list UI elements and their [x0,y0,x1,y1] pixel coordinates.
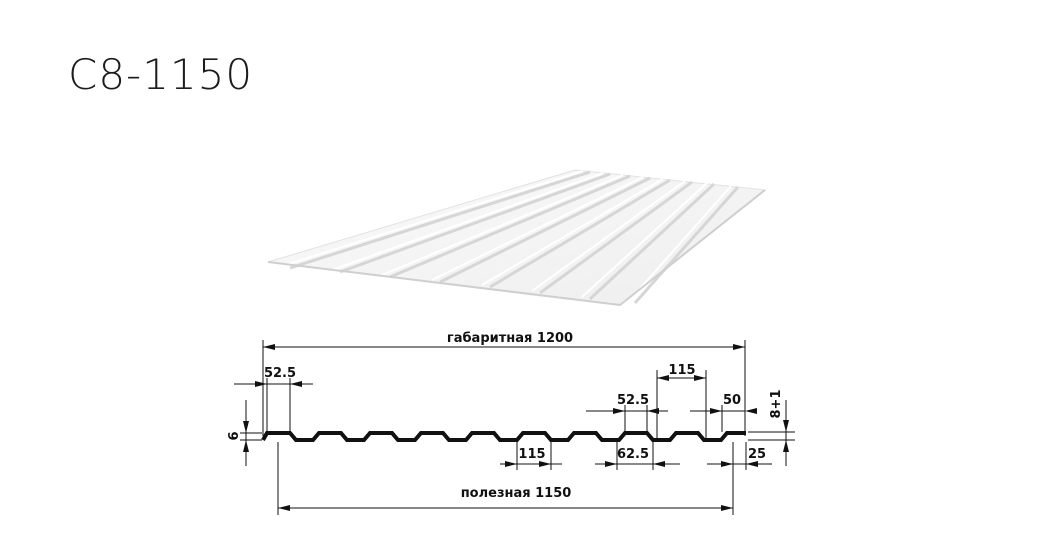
dimension-50: 50 [690,393,757,432]
label-52-5-left: 52.5 [264,366,296,381]
label-50: 50 [723,393,741,408]
dimension-115-bottom: 115 [500,442,562,470]
dimension-62-5: 62.5 [595,442,680,470]
dimension-52-5-left: 52.5 [234,366,313,432]
dimension-8-1: 8+1 [748,390,795,466]
sheet-ribs [289,170,740,304]
dimension-overall: габаритная 1200 [262,331,746,436]
dimension-6: 6 [227,400,262,466]
label-8-1: 8+1 [769,390,784,419]
dimension-115-top: 115 [656,363,707,440]
overall-label: габаритная 1200 [447,331,573,346]
dimension-52-5-right: 52.5 [586,393,668,432]
label-62-5: 62.5 [617,447,649,462]
label-115-bottom: 115 [518,447,545,462]
page-title: C8-1150 [68,50,254,99]
label-6: 6 [227,431,242,440]
label-115-top: 115 [668,363,695,378]
dimension-useful: полезная 1150 [277,442,734,515]
label-25: 25 [748,447,766,462]
label-52-5-right: 52.5 [617,393,649,408]
profile-line [261,431,746,442]
dimension-25: 25 [707,442,772,470]
sheet-illustration [267,169,767,307]
useful-label: полезная 1150 [461,486,572,501]
